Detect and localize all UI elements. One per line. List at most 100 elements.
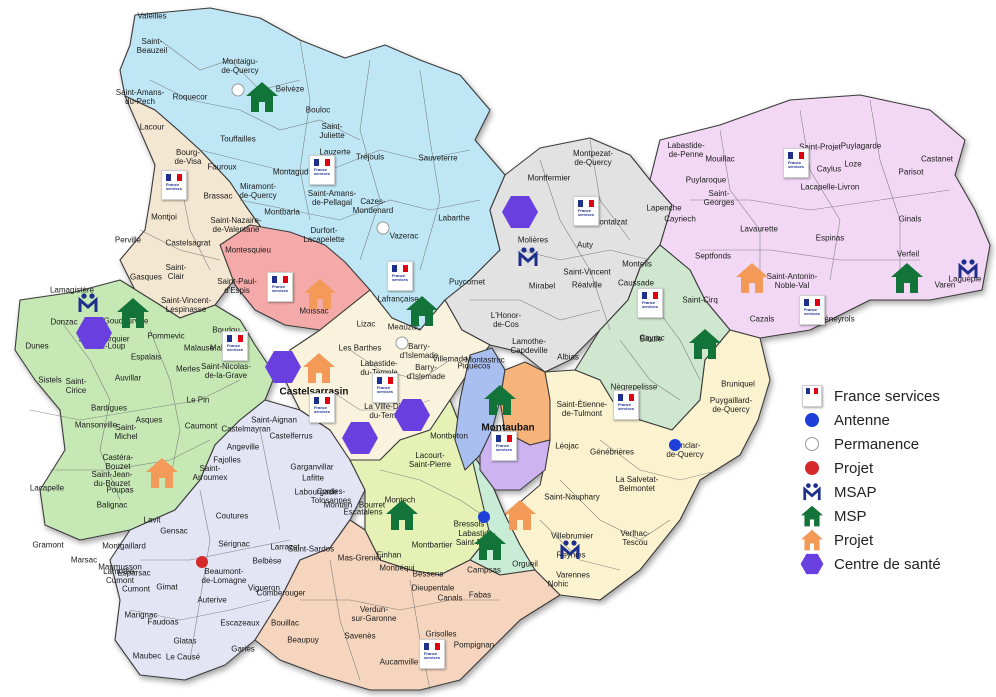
centre-sante-hexagon-icon[interactable] — [75, 316, 113, 350]
place-label: Asques — [135, 415, 163, 425]
centre-sante-hexagon-icon[interactable] — [501, 195, 539, 229]
place-label: Saint-Clair — [165, 263, 187, 281]
legend-label: Projet — [834, 459, 874, 477]
place-label: Lafrançaise — [377, 294, 419, 304]
legend-label: Permanence — [834, 435, 920, 453]
legend-item-projet-dot: Projet — [800, 456, 990, 480]
msap-icon[interactable] — [559, 539, 581, 561]
msp-house-icon[interactable] — [483, 384, 517, 416]
antenne-dot-icon[interactable] — [477, 510, 491, 524]
place-label: L'Honor-de-Cos — [490, 311, 522, 329]
place-label: Castelferrus — [269, 431, 313, 441]
place-label: Beaupuy — [287, 635, 319, 645]
place-label: Varennes — [556, 570, 590, 580]
place-label: Montaigu-de-Quercy — [221, 57, 259, 75]
centre-sante-hexagon-icon[interactable] — [393, 398, 431, 432]
place-label: Perville — [114, 235, 142, 245]
place-label: Saint-Nazaire-de-Valentane — [210, 216, 262, 234]
place-label: Monteils — [622, 259, 652, 269]
projet-house-icon[interactable] — [302, 352, 336, 384]
msp-house-icon[interactable] — [890, 262, 924, 294]
place-label: Bessens — [412, 569, 444, 579]
place-label: Montain — [323, 500, 353, 510]
place-label: Angeville — [226, 442, 260, 452]
projet-dot-icon[interactable] — [195, 555, 209, 569]
msap-icon[interactable] — [957, 258, 979, 280]
place-label: Gasques — [129, 272, 163, 282]
msp-house-icon[interactable] — [688, 328, 722, 360]
msp-house-icon[interactable] — [385, 499, 419, 531]
centre-sante-hexagon-icon[interactable] — [341, 421, 379, 455]
place-label: Saint-Beauzeil — [136, 37, 168, 55]
place-label: Cazals — [749, 314, 775, 324]
place-label: Labarthe — [438, 213, 470, 223]
antenne-dot-icon[interactable] — [668, 438, 682, 452]
msp-house-icon[interactable] — [473, 529, 507, 561]
place-label: Saint-Vincent-Lespinasse — [160, 296, 212, 314]
legend-label: Projet — [834, 531, 874, 549]
place-label: Saint-Projet — [799, 142, 841, 152]
place-label: Mas-Grenier — [337, 553, 383, 563]
place-label: Saint-Nauphary — [544, 492, 600, 502]
zone-verdun-grisolles — [254, 519, 561, 691]
place-label: Saint-Cirq — [682, 295, 718, 305]
msp-house-icon — [801, 505, 823, 527]
place-label: Labourgade — [294, 487, 338, 497]
place-label: Laguépie — [948, 274, 982, 284]
place-label: Saint-Sardos — [287, 544, 335, 554]
msap-icon[interactable] — [77, 292, 99, 314]
place-label: Caussade — [617, 278, 655, 288]
place-label: Pompignan — [453, 640, 495, 650]
place-label: Puycornet — [448, 277, 486, 287]
place-label: Fajolles — [213, 455, 241, 465]
place-label: Montech — [384, 495, 416, 505]
place-label: Grisolles — [425, 629, 457, 639]
place-label: Cazes-Mondenard — [352, 197, 394, 215]
projet-house-icon[interactable] — [145, 457, 179, 489]
place-label: Loze — [844, 159, 862, 169]
msp-house-icon[interactable] — [405, 295, 439, 327]
place-label: Génébrières — [589, 447, 635, 457]
place-label: Castanet — [920, 154, 954, 164]
msp-house-icon[interactable] — [116, 297, 150, 329]
place-label: Montastruc — [465, 355, 505, 365]
permanence-dot-icon[interactable] — [376, 221, 390, 235]
projet-house-icon[interactable] — [735, 262, 769, 294]
place-label: Boudou — [212, 325, 240, 335]
permanence-dot-icon[interactable] — [231, 83, 245, 97]
permanence-dot-icon[interactable] — [395, 336, 409, 350]
place-label: Gimat — [156, 582, 178, 592]
place-label: Saint-Loup — [86, 341, 126, 351]
place-label: Malause — [183, 343, 215, 353]
centre-sante-hexagon-icon[interactable] — [264, 350, 302, 384]
place-label: Meauzac — [387, 322, 421, 332]
msp-house-icon[interactable] — [245, 81, 279, 113]
place-label: Sistels — [38, 375, 62, 385]
projet-house-icon[interactable] — [303, 278, 337, 310]
projet-dot-icon — [805, 461, 819, 475]
msap-icon[interactable] — [517, 246, 539, 268]
place-label: Saint-Paul-d'Espis — [217, 277, 257, 295]
place-label: Faudoas — [147, 617, 179, 627]
legend-item-centre-sante: Centre de santé — [800, 552, 990, 576]
legend-item-permanence: Permanence — [800, 432, 990, 456]
place-label: Lamothe-Cumont — [103, 567, 137, 585]
place-label: Merles — [175, 364, 201, 374]
place-label: Finhan — [376, 550, 402, 560]
place-label: Lavit — [143, 515, 161, 525]
projet-house-icon[interactable] — [503, 499, 537, 531]
